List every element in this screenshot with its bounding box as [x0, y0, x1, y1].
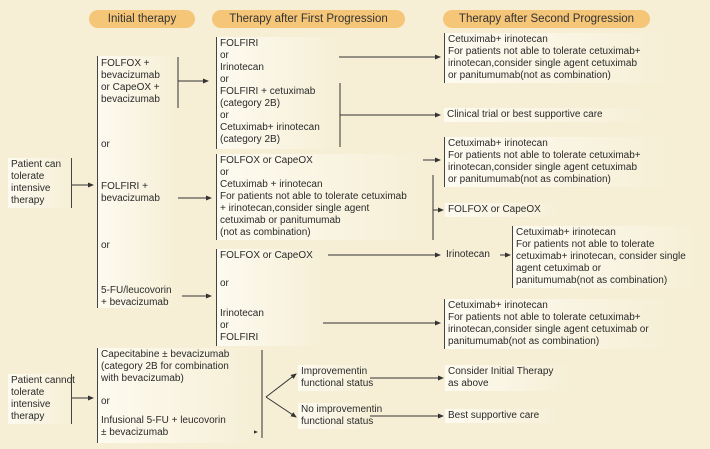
text-line: FOLFIRI	[220, 38, 259, 49]
text-line: therapy	[11, 411, 45, 422]
text-line: or panitumumab(not as combination)	[448, 70, 611, 81]
text-line: or	[220, 167, 229, 178]
text-line: For patients not able to tolerate cetuxi…	[448, 46, 641, 57]
text-line: Cetuximab+ irinotecan	[448, 34, 548, 45]
text-line: Patient can	[11, 159, 62, 170]
text-line: Infusional 5-FU + leucovorin	[101, 415, 226, 426]
header-second-progression: Therapy after Second Progression	[443, 10, 650, 28]
initial-opt3: 5-FU/leucovorin+ bevacizumab	[101, 285, 173, 309]
text-line: (not as combination)	[220, 227, 311, 238]
nonintensive-options: Capecitabine ± bevacizumab(category 2B f…	[97, 348, 254, 443]
text-line: tolerate	[11, 387, 45, 398]
or-label: or	[220, 278, 229, 289]
text-line: + irinotecan,consider single agent	[220, 203, 370, 214]
text-line: Cetuximab+ irinotecan	[516, 227, 616, 238]
second-prog-s2: Clinical trial or best supportive care	[444, 108, 650, 122]
text-line: or	[220, 320, 229, 331]
text-line: cetuximab or panitumumab	[220, 215, 341, 226]
text-line: (category 2B)	[220, 134, 281, 145]
text-line: intensive	[11, 399, 51, 410]
or-label: or	[101, 240, 110, 251]
text-line: irinotecan,consider single agent cetuxim…	[448, 58, 637, 69]
text-line: Irinotecan	[220, 308, 264, 319]
text-line: irinotecan,consider single agent cetuxim…	[448, 324, 649, 335]
text-line: FOLFIRI	[220, 332, 259, 343]
text-line: or CapeOX +	[101, 82, 160, 93]
second-prog-irinotecan: Irinotecan	[446, 249, 490, 260]
text-line: ± bevacizumab	[101, 427, 169, 438]
text-line: cetuximab+ irinotecan, consider single	[516, 251, 686, 262]
text-line: or	[220, 74, 229, 85]
text-line: For patients not able to tolerate cetuxi…	[448, 150, 641, 161]
text-line: For patients not able to tolerate cetuxi…	[220, 191, 407, 202]
text-line: No improvementin	[301, 404, 383, 415]
text-line: Cetuximab + irinotecan	[220, 179, 323, 190]
text-line: intensive	[11, 183, 51, 194]
text-line: bevacizumab	[101, 193, 160, 204]
text-line: irinotecan,consider single agent cetuxim…	[448, 162, 637, 173]
text-line: (category 2B for combination	[101, 361, 229, 372]
text-line: panitumumab(not as combination)	[448, 336, 600, 347]
text-line: FOLFOX or CapeOX	[220, 155, 313, 166]
text-line: functional status	[301, 378, 374, 389]
text-line: Improvementin	[301, 366, 368, 377]
text-line: agent cetuximab or	[516, 263, 602, 274]
text-line: panitumumab(not as combination)	[516, 275, 668, 286]
text-line: therapy	[11, 195, 45, 206]
initial-opt2: FOLFIRI +bevacizumab	[101, 181, 173, 205]
header-first-progression: Therapy after First Progression	[212, 10, 405, 28]
text-line: with bevacizumab)	[101, 373, 184, 384]
text-line: bevacizumab	[101, 94, 160, 105]
text-line: or	[220, 110, 229, 121]
text-line: FOLFIRI + cetuximab	[220, 86, 316, 97]
text-line: Patient cannot	[11, 375, 75, 386]
text-line: For patients not able to tolerate	[516, 239, 655, 250]
text-line: Cetuximab+ irinotecan	[448, 138, 548, 149]
or-label: or	[101, 139, 110, 150]
text-line: Cetuximab+ irinotecan	[448, 300, 548, 311]
text-line: as above	[448, 378, 489, 389]
text-line: Capecitabine ± bevacizumab	[101, 349, 230, 360]
header-initial-therapy: Initial therapy	[89, 10, 195, 28]
text-line: For patients not able to tolerate cetuxi…	[448, 312, 641, 323]
text-line: or panitumumab(not as combination)	[448, 174, 611, 185]
text-line: FOLFIRI +	[101, 181, 148, 192]
text-line: bevacizumab	[101, 70, 160, 81]
text-line: Cetuximab+ irinotecan	[220, 122, 320, 133]
text-line: 5-FU/leucovorin	[101, 285, 172, 296]
text-line: + bevacizumab	[101, 297, 169, 308]
text-line: (category 2B)	[220, 98, 281, 109]
text-line: FOLFOX +	[101, 58, 150, 69]
text-line: Irinotecan	[220, 62, 264, 73]
text-line: Consider Initial Therapy	[448, 366, 554, 377]
second-prog-s4: FOLFOX or CapeOX	[445, 203, 561, 217]
text-line: tolerate	[11, 171, 45, 182]
text-line: functional status	[301, 416, 374, 427]
no-improvement-result: Best supportive care	[445, 409, 561, 423]
text-line: FOLFOX or CapeOX	[220, 250, 313, 261]
or-label: or	[101, 396, 110, 407]
text-line: or	[220, 50, 229, 61]
